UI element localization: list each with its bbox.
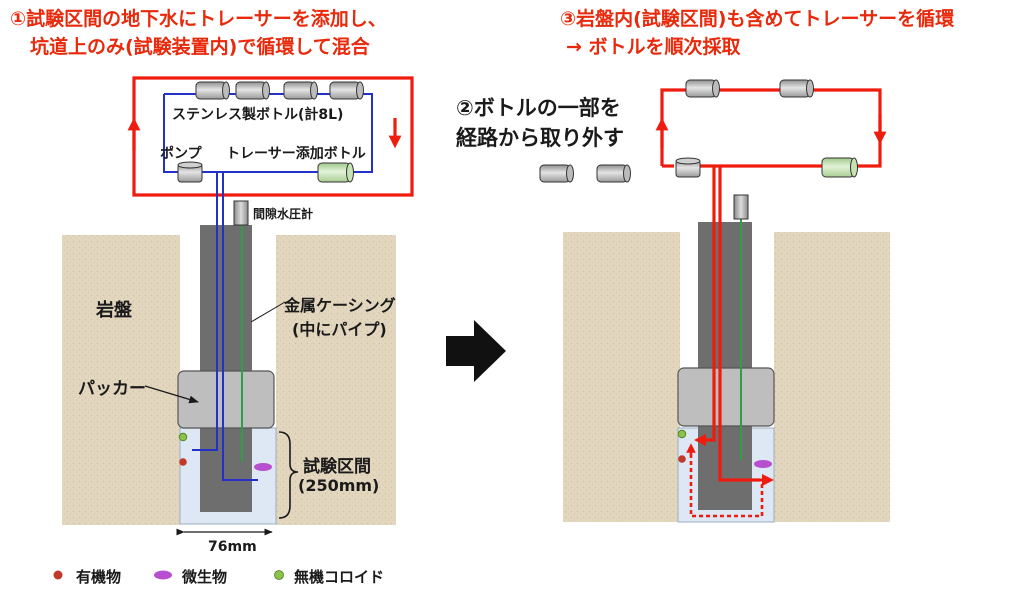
pump-icon: [177, 161, 203, 183]
legend-organic-dot: [53, 570, 63, 580]
step2-line1: ②ボトルの一部を: [456, 96, 621, 120]
pressure-gauge-icon: [233, 200, 249, 226]
loop-frame-left: [127, 76, 414, 197]
step2-line2: 経路から取り外す: [456, 126, 624, 150]
transition-arrow-icon: [446, 320, 506, 382]
microbe-ellipse: [254, 463, 272, 471]
inorganic-colloid-dot: [677, 429, 687, 439]
label-casing-line2: (中にパイプ): [292, 320, 387, 339]
removed-bottle-icon: [539, 164, 574, 183]
right-diagram: [539, 79, 890, 523]
legend-organic-label: 有機物: [76, 568, 122, 586]
organic-matter-dot: [678, 455, 686, 463]
tracer-bottle-icon: [821, 157, 858, 178]
label-tracer-bottle: トレーサー添加ボトル: [226, 146, 366, 162]
packer-right: [677, 367, 775, 427]
label-diameter: 76mm: [208, 539, 257, 555]
step1-title-line2: 坑道上のみ(試験装置内)で循環して混合: [30, 36, 370, 58]
label-test-section-line2: (250mm): [298, 476, 380, 495]
bedrock-right-b: [774, 232, 890, 522]
packer-left: [177, 370, 275, 429]
dotted-flow-path: [689, 450, 764, 518]
bottle-icon: [779, 79, 814, 98]
casing-leader-line: [250, 301, 286, 323]
bedrock-left-a: [62, 235, 180, 525]
pressure-gauge-icon: [733, 194, 749, 220]
label-bedrock: 岩盤: [96, 300, 132, 321]
packer-pointer-arrow: [144, 385, 199, 404]
bottle-icon: [235, 81, 270, 100]
casing-right: [698, 222, 752, 510]
microbe-ellipse: [754, 460, 772, 468]
organic-matter-dot: [179, 458, 187, 466]
bottle-icon: [283, 81, 318, 100]
bedrock-left-b: [276, 235, 396, 525]
bedrock-right-a: [563, 232, 680, 522]
stainless-bottles-left: [195, 81, 364, 100]
label-test-section-line1: 試験区間: [303, 457, 371, 477]
casing-left: [200, 225, 252, 512]
left-diagram: [62, 76, 414, 536]
step1-title-line1: ①試験区間の地下水にトレーサーを添加し、: [10, 8, 387, 30]
label-pore-pressure-gauge: 間隙水圧計: [253, 207, 314, 221]
legend-microbe-label: 微生物: [182, 568, 228, 586]
label-pump: ポンプ: [160, 146, 202, 162]
pump-icon: [675, 157, 701, 178]
label-casing-line1: 金属ケーシング: [284, 296, 396, 315]
step3-title-line2: → ボトルを順次採取: [566, 36, 741, 58]
removed-bottle-icon: [596, 164, 631, 183]
step3-title-line1: ③岩盤内(試験区間)も含めてトレーサーを循環: [560, 8, 955, 30]
bottle-icon: [685, 79, 720, 98]
label-stainless-bottles: ステンレス製ボトル(計8L): [172, 107, 344, 123]
tracer-bottle-icon: [317, 162, 354, 183]
legend-colloid-label: 無機コロイド: [294, 568, 385, 586]
bottle-icon: [195, 81, 230, 100]
bottle-icon: [329, 81, 364, 100]
test-section-brace: [278, 431, 299, 519]
legend-colloid-dot: [274, 570, 284, 580]
legend-microbe-ellipse: [154, 570, 172, 580]
inorganic-colloid-dot: [178, 432, 188, 442]
label-packer: パッカー: [78, 379, 146, 399]
